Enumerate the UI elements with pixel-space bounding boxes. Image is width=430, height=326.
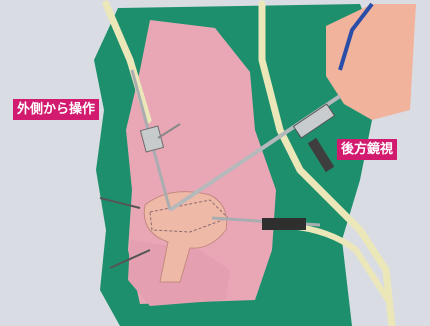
label-posterior-view: 後方鏡視 (337, 139, 397, 160)
lower-instrument-handle (262, 218, 306, 230)
label-lateral-operation: 外側から操作 (13, 99, 99, 120)
